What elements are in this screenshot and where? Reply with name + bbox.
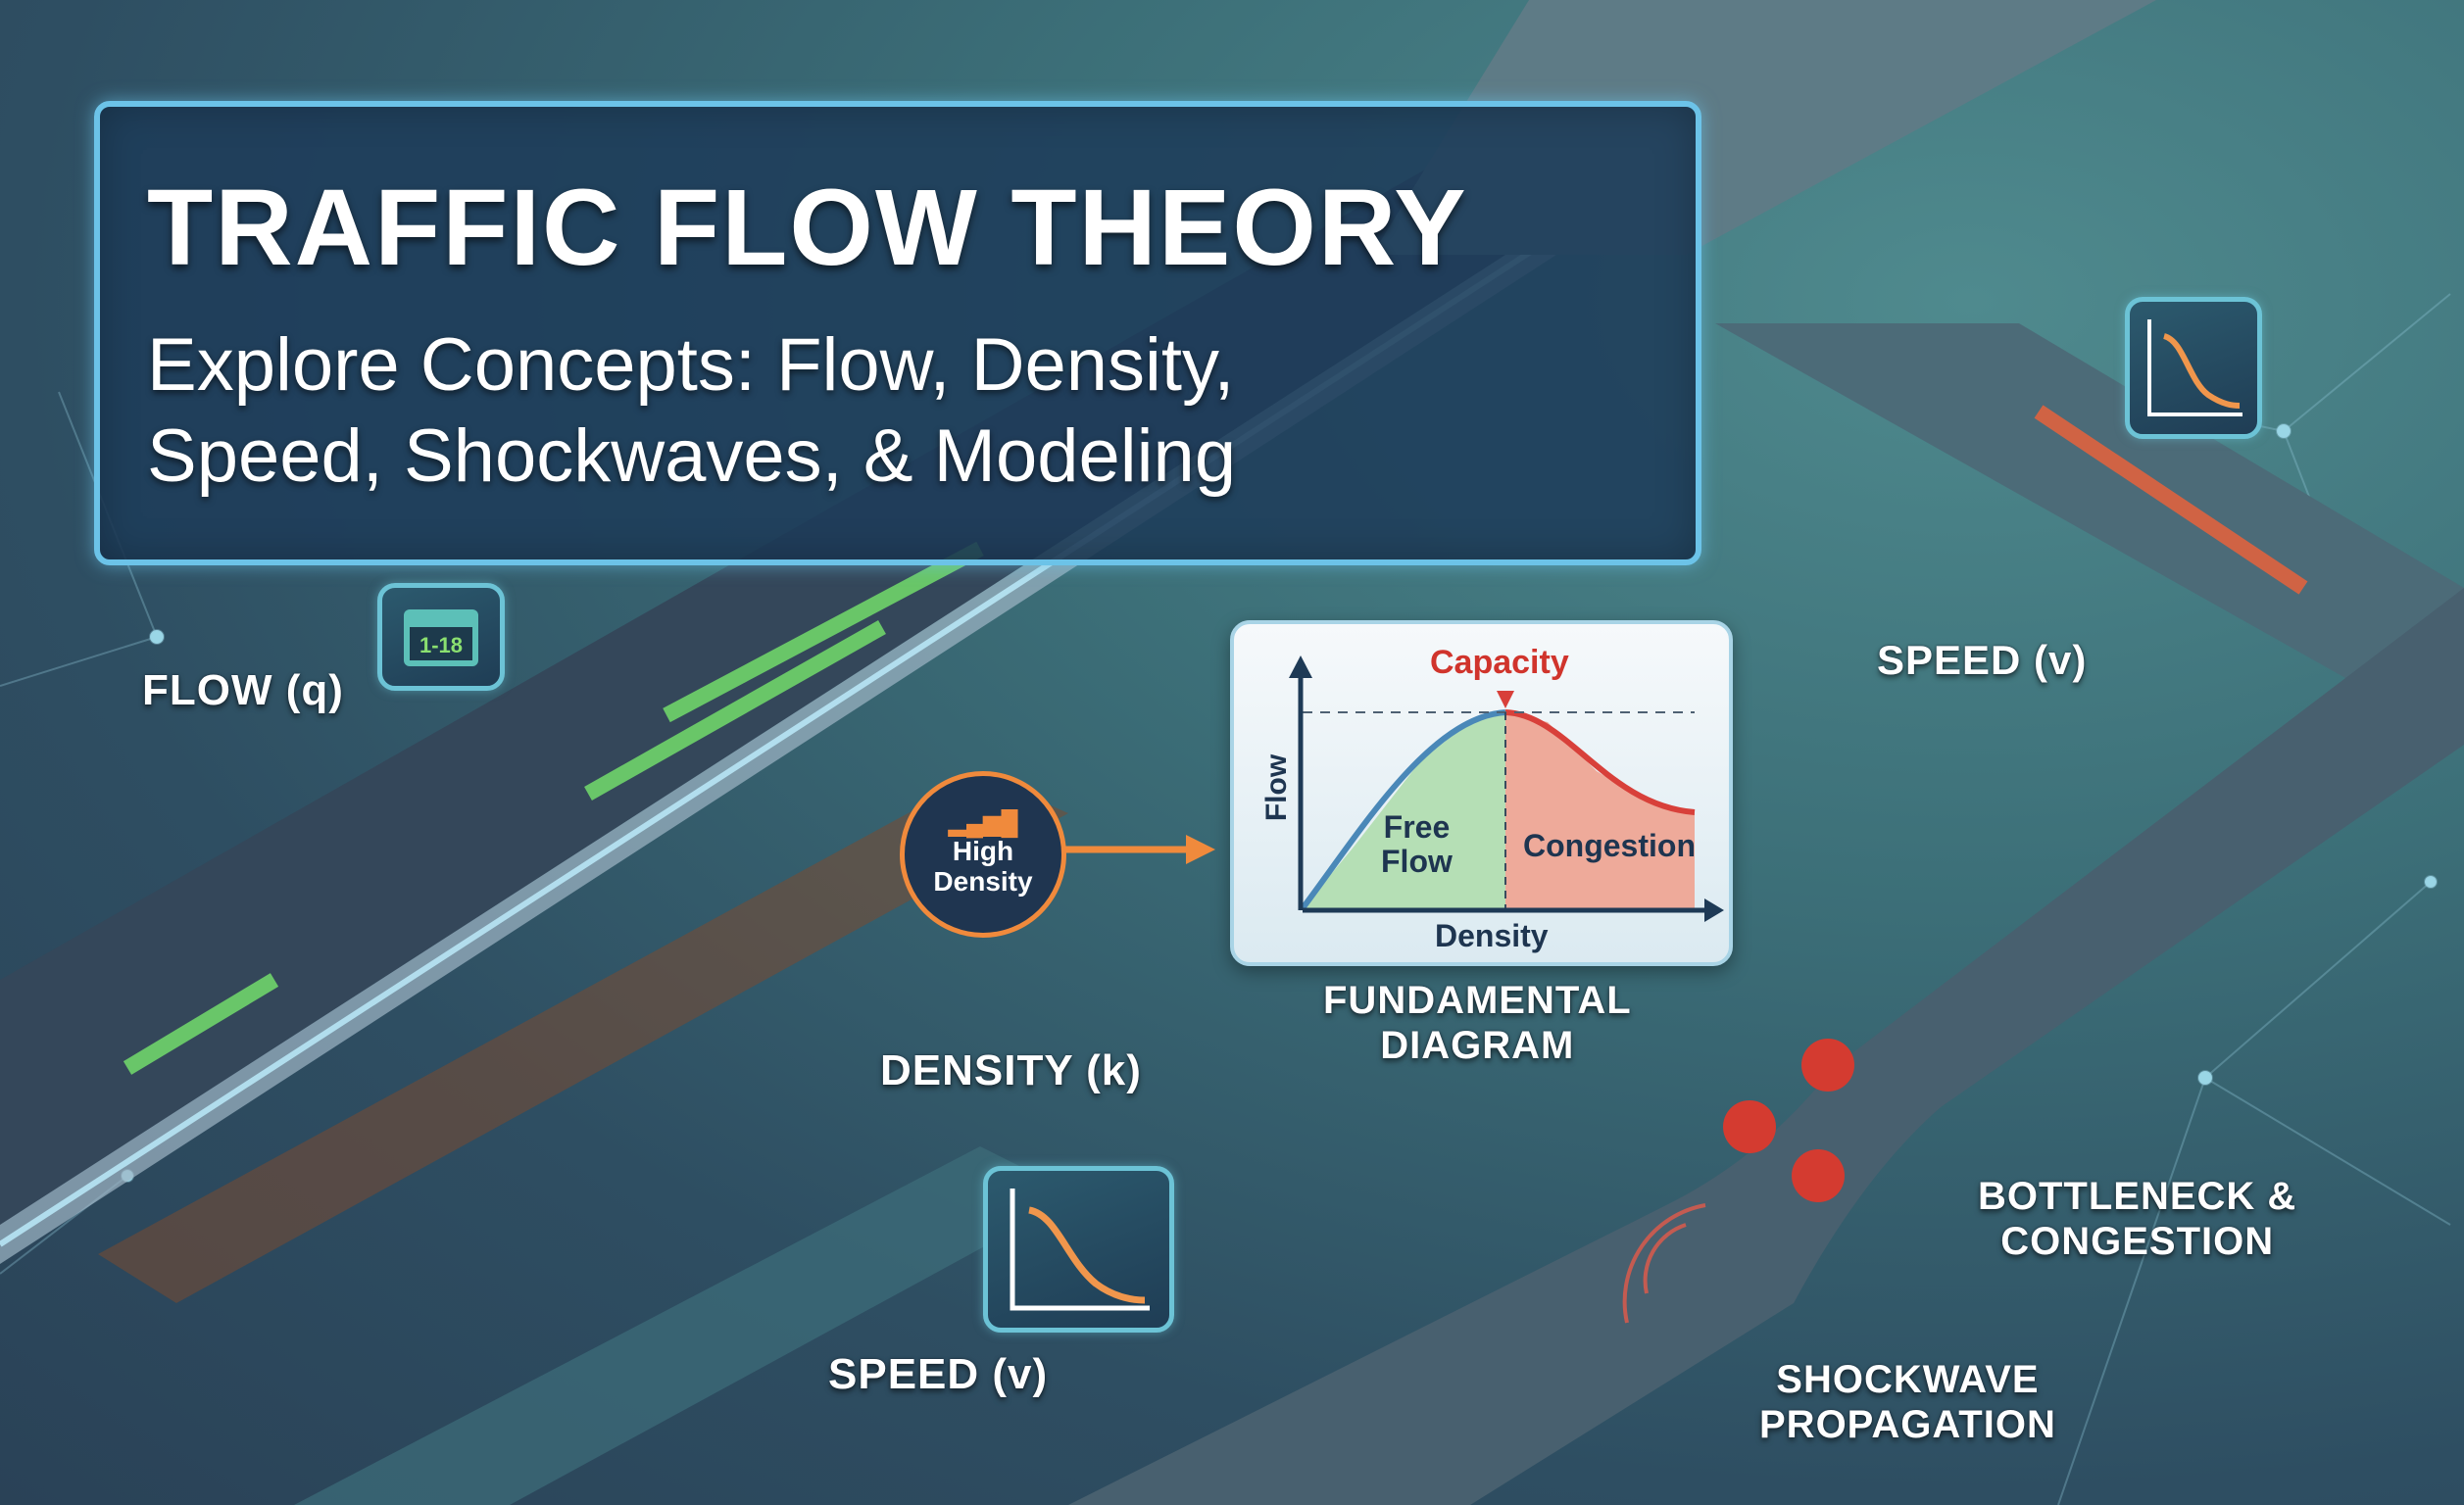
capacity-annotation: Capacity [1430,644,1569,681]
badge-line2: Density [933,866,1033,898]
flow-label: FLOW (q) [142,666,344,714]
fundamental-diagram-chart: Capacity Flow Free Flow Congestion Densi… [1230,620,1733,966]
calendar-counter-icon: 1-18 [377,583,505,691]
svg-text:1-18: 1-18 [419,633,463,657]
title-panel: TRAFFIC FLOW THEORY Explore Concepts: Fl… [94,101,1701,565]
speed-curve-icon-top [2125,297,2262,439]
x-axis-label: Density [1435,918,1549,953]
free-flow-region-label: Free Flow [1381,809,1453,880]
speed-density-curve-icon [983,1166,1174,1333]
fundamental-diagram-label: FUNDAMENTAL DIAGRAM [1323,979,1632,1067]
badge-line1: High [952,836,1014,867]
bottleneck-label: BOTTLENECK & CONGESTION [1978,1175,2297,1263]
density-label: DENSITY (k) [880,1046,1142,1094]
speed-label-bottom: SPEED (v) [828,1350,1049,1398]
page-subtitle: Explore Concepts: Flow, Density, Speed, … [147,323,1237,498]
congestion-region-label: Congestion [1523,828,1696,863]
speed-label-top: SPEED (v) [1877,637,2088,683]
shockwave-label: SHOCKWAVE PROPAGATION [1759,1358,2056,1446]
y-axis-label: Flow [1260,753,1294,822]
high-density-badge: ▂▄▆█ High Density [900,771,1066,938]
bar-signal-icon: ▂▄▆█ [948,810,1018,837]
page-title: TRAFFIC FLOW THEORY [147,168,1468,288]
